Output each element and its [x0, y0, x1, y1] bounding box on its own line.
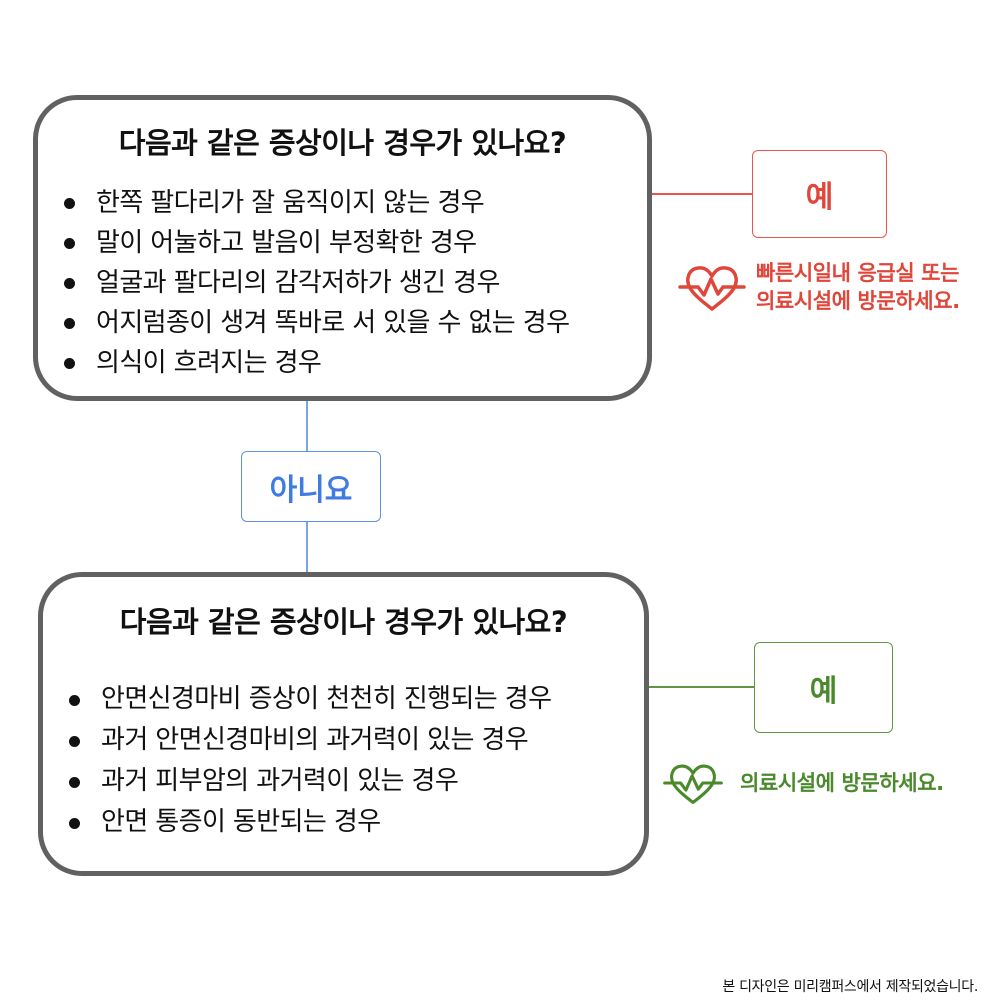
condition-item: 안면 통증이 동반되는 경우 — [65, 802, 551, 843]
condition-text: 어지럼종이 생겨 똑바로 서 있을 수 없는 경우 — [96, 308, 570, 338]
emergency-advice-line-1: 빠른시일내 응급실 또는 — [756, 261, 960, 285]
question-2-condition-list: 안면신경마비 증상이 천천히 진행되는 경우 과거 안면신경마비의 과거력이 있… — [65, 679, 552, 843]
condition-item: 의식이 흐려지는 경우 — [60, 343, 569, 383]
heart-pulse-icon — [678, 266, 746, 311]
bullet-icon — [69, 817, 80, 829]
bullet-icon — [64, 318, 75, 329]
bullet-icon — [69, 776, 80, 788]
emergency-advice-text: 빠른시일내 응급실 또는 의료시설에 방문하세요. — [756, 259, 960, 315]
condition-text: 말이 어눌하고 발음이 부정확한 경우 — [96, 228, 477, 258]
question-2-title: 다음과 같은 증상이나 경우가 있나요? — [119, 605, 568, 639]
bullet-icon — [64, 278, 75, 289]
bullet-icon — [64, 198, 75, 209]
condition-item: 얼굴과 팔다리의 감각저하가 생긴 경우 — [60, 263, 569, 303]
condition-item: 과거 피부암의 과거력이 있는 경우 — [65, 761, 551, 802]
footer-credit: 본 디자인은 미리캠퍼스에서 제작되었습니다. — [722, 979, 978, 995]
condition-text: 안면신경마비 증상이 천천히 진행되는 경우 — [101, 684, 552, 714]
question-box-1: 다음과 같은 증상이나 경우가 있나요? 한쪽 팔다리가 잘 움직이지 않는 경… — [33, 95, 652, 401]
bullet-icon — [69, 735, 80, 747]
condition-text: 얼굴과 팔다리의 감각저하가 생긴 경우 — [96, 268, 500, 298]
question-1-condition-list: 한쪽 팔다리가 잘 움직이지 않는 경우 말이 어눌하고 발음이 부정확한 경우… — [60, 183, 570, 383]
condition-item: 안면신경마비 증상이 천천히 진행되는 경우 — [65, 679, 552, 720]
emergency-advice-line-2: 의료시설에 방문하세요. — [756, 289, 960, 313]
bullet-icon — [69, 694, 80, 706]
condition-item: 어지럼종이 생겨 똑바로 서 있을 수 없는 경우 — [60, 303, 570, 343]
bullet-icon — [64, 358, 75, 369]
question-box-2: 다음과 같은 증상이나 경우가 있나요? 안면신경마비 증상이 천천히 진행되는… — [38, 572, 649, 876]
visit-advice-text: 의료시설에 방문하세요. — [740, 771, 944, 795]
bullet-icon — [64, 238, 75, 249]
condition-text: 과거 피부암의 과거력이 있는 경우 — [101, 766, 459, 796]
yes-answer-box-2: 예 — [754, 642, 893, 733]
condition-item: 말이 어눌하고 발음이 부정확한 경우 — [60, 223, 569, 263]
question-1-title: 다음과 같은 증상이나 경우가 있나요? — [118, 126, 567, 160]
yes-answer-box-1: 예 — [752, 150, 887, 238]
condition-text: 한쪽 팔다리가 잘 움직이지 않는 경우 — [96, 188, 485, 218]
no-answer-box: 아니요 — [241, 451, 381, 522]
emergency-advice: 빠른시일내 응급실 또는 의료시설에 방문하세요. — [678, 259, 960, 315]
visit-advice: 의료시설에 방문하세요. — [662, 760, 944, 806]
condition-text: 의식이 흐려지는 경우 — [96, 348, 322, 378]
heart-pulse-icon — [663, 764, 723, 805]
condition-item: 과거 안면신경마비의 과거력이 있는 경우 — [65, 720, 551, 761]
condition-item: 한쪽 팔다리가 잘 움직이지 않는 경우 — [60, 183, 569, 223]
condition-text: 안면 통증이 동반되는 경우 — [101, 807, 381, 837]
condition-text: 과거 안면신경마비의 과거력이 있는 경우 — [101, 725, 529, 755]
